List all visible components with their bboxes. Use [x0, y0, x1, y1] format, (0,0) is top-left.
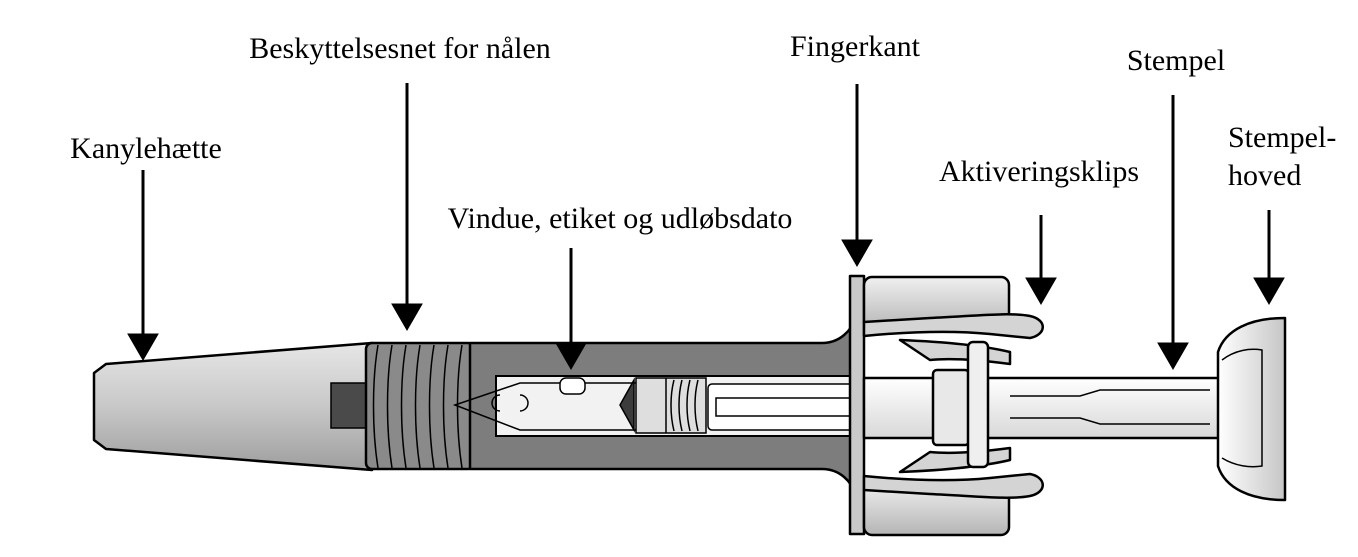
arrow-plunger	[1157, 95, 1189, 371]
label-plunger-head-line2: hoved	[1228, 159, 1301, 192]
arrow-activation-clips	[1025, 215, 1057, 306]
label-plunger: Stempel	[1127, 44, 1225, 77]
label-plunger-head-line1: Stempel-	[1228, 121, 1336, 154]
syringe-body	[452, 316, 861, 496]
arrow-window	[555, 248, 587, 371]
label-finger-flange: Fingerkant	[790, 30, 921, 63]
label-needle-cap: Kanylehætte	[70, 132, 222, 165]
arrow-needle-cap	[127, 170, 159, 362]
arrow-finger-flange	[841, 84, 873, 268]
needle-cap	[92, 341, 378, 472]
finger-flange	[848, 274, 866, 536]
arrow-needle-guard	[391, 83, 423, 332]
arrows	[127, 83, 1285, 371]
label-window: Vindue, etiket og udløbsdato	[448, 202, 793, 235]
label-needle-guard: Beskyttelsesnet for nålen	[249, 32, 551, 65]
label-activation-clips: Aktiveringsklips	[939, 155, 1139, 188]
plunger-head	[1216, 316, 1287, 502]
activation-clips	[862, 275, 1044, 537]
arrow-plunger-head	[1253, 210, 1285, 306]
plunger-rod	[862, 340, 1222, 469]
